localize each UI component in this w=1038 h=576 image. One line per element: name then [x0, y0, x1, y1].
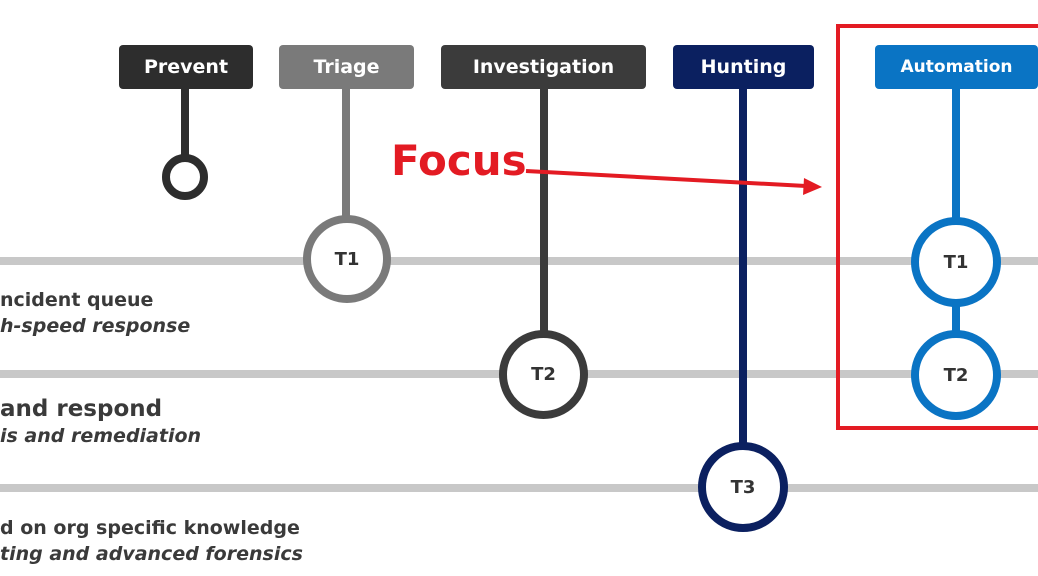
- tier-1-line: [0, 257, 1038, 265]
- tag-automation: Automation: [875, 45, 1038, 89]
- triage-t1-node: T1: [303, 215, 391, 303]
- hunting-t3-node: T3: [698, 442, 788, 532]
- automation-t1-node: T1: [911, 217, 1001, 307]
- tag-prevent: Prevent: [119, 45, 253, 89]
- tier-3-title: d on org specific knowledge: [0, 517, 300, 539]
- focus-box: [836, 24, 1038, 430]
- tag-triage: Triage: [279, 45, 414, 89]
- tag-investigation: Investigation: [441, 45, 646, 89]
- tier-1-title: ncident queue: [0, 289, 154, 311]
- automation-t2-node: T2: [911, 330, 1001, 420]
- hunting-stem: [739, 88, 747, 446]
- prevent-stem: [181, 88, 189, 160]
- investigation-t2-node: T2: [499, 330, 588, 419]
- tier-2-subtitle: is and remediation: [0, 425, 202, 447]
- tier-2-title: and respond: [0, 396, 163, 422]
- tier-1-subtitle: h-speed response: [0, 315, 191, 337]
- investigation-stem: [540, 88, 548, 333]
- tier-3-line: [0, 484, 1038, 492]
- automation-stem: [952, 88, 960, 338]
- tag-hunting: Hunting: [673, 45, 814, 89]
- focus-label: Focus: [391, 136, 527, 185]
- prevent-node: [162, 154, 208, 200]
- triage-stem: [342, 88, 350, 218]
- tier-3-subtitle: ting and advanced forensics: [0, 543, 303, 565]
